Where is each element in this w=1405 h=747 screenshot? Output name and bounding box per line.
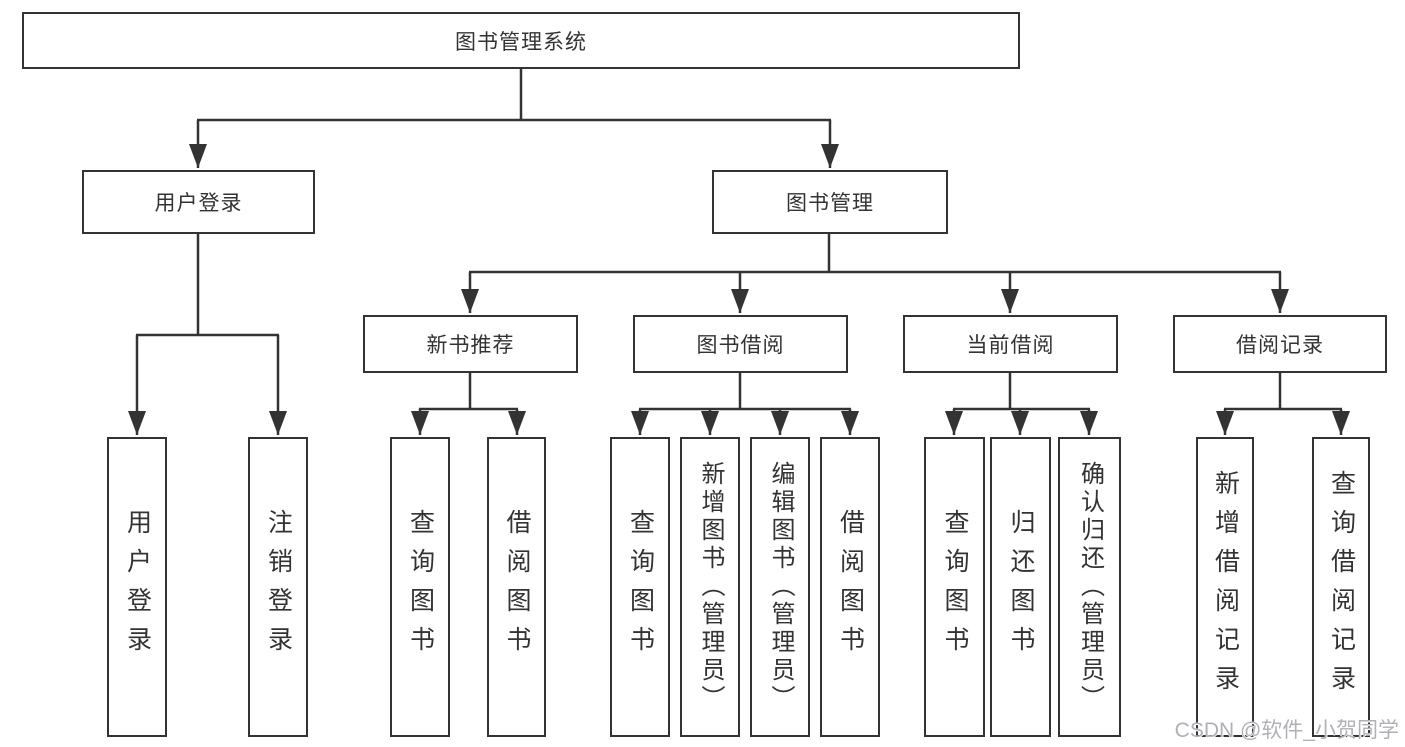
leaf-borrow-books-recommend: 借阅图书 <box>487 437 546 737</box>
leaf-query-books-current: 查询图书 <box>924 437 985 737</box>
leaf-query-books-recommend: 查询图书 <box>390 437 450 737</box>
watermark-csdn: CSDN @软件_小贺同学 <box>1174 719 1399 742</box>
leaf-query-books-borrowing: 查询图书 <box>610 437 670 737</box>
leaf-user-login: 用户登录 <box>107 437 167 737</box>
node-new-book-recommendation: 新书推荐 <box>363 315 578 373</box>
node-user-login: 用户登录 <box>82 170 315 234</box>
leaf-add-book-admin: 新增图书（管理员） <box>680 437 740 737</box>
leaf-confirm-return-admin: 确认归还（管理员） <box>1058 437 1121 737</box>
leaf-add-borrow-record: 新增借阅记录 <box>1196 437 1254 737</box>
leaf-query-borrow-record: 查询借阅记录 <box>1312 437 1370 737</box>
leaf-edit-book-admin: 编辑图书（管理员） <box>750 437 810 737</box>
node-book-borrowing: 图书借阅 <box>633 315 848 373</box>
leaf-borrow-books: 借阅图书 <box>820 437 880 737</box>
leaf-return-book: 归还图书 <box>990 437 1051 737</box>
node-current-borrowing: 当前借阅 <box>903 315 1118 373</box>
leaf-logout: 注销登录 <box>248 437 308 737</box>
node-book-management: 图书管理 <box>712 170 948 234</box>
node-borrowing-records: 借阅记录 <box>1173 315 1387 373</box>
node-library-management-system: 图书管理系统 <box>22 12 1020 69</box>
